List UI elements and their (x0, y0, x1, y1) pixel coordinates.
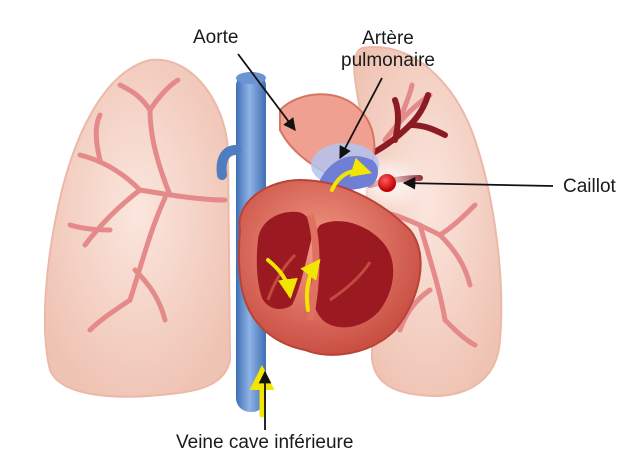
label-artere-pulmonaire: Artère pulmonaire (332, 28, 444, 72)
label-artere-line2: pulmonaire (332, 50, 444, 72)
clot (378, 174, 396, 192)
label-artere-line1: Artère (332, 28, 444, 50)
label-aorte: Aorte (193, 27, 238, 49)
label-veine-cave-inferieure: Veine cave inférieure (176, 432, 353, 454)
label-caillot: Caillot (563, 176, 616, 198)
